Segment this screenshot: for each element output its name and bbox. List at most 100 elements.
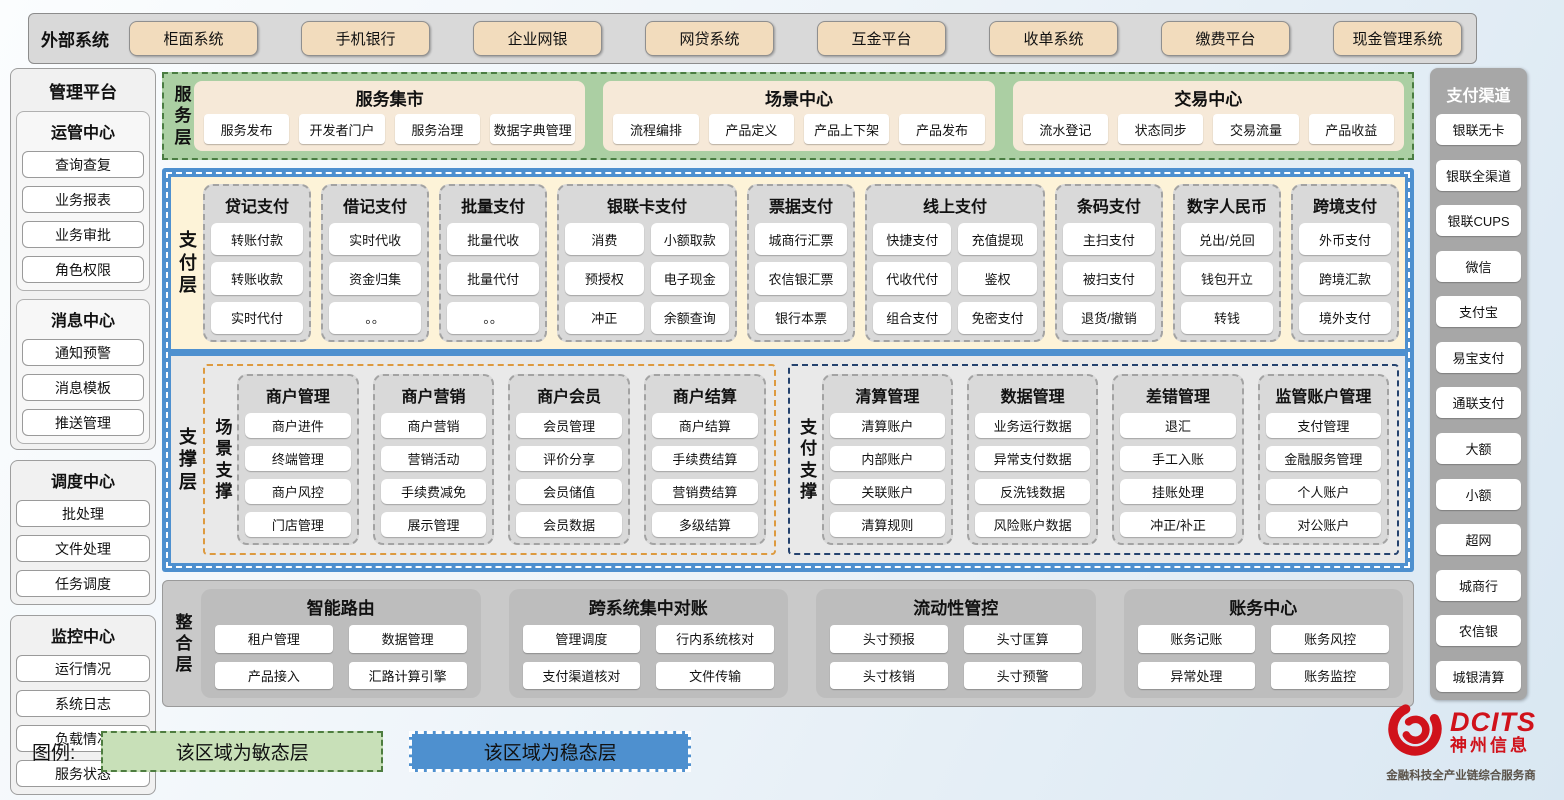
integration-node: 异常处理 — [1137, 661, 1256, 689]
payment-node: 跨境汇款 — [1298, 262, 1392, 295]
service-panel-title: 场景中心 — [764, 90, 833, 109]
payment-node: 转账付款 — [211, 223, 304, 256]
payment-node: 实时代付 — [211, 301, 304, 334]
management-node: 系统日志 — [16, 690, 150, 717]
management-group-items: 通知预警 消息模板 推送管理 — [22, 339, 144, 436]
payment-group-items: 主扫支付 被扫支付 退货/撤销 — [1062, 223, 1155, 334]
support-group: 监管账户管理 支付管理 金融服务管理 个人账户 — [1257, 374, 1390, 545]
payment-node: 实时代收 — [329, 223, 422, 256]
dcits-swirl-icon — [1386, 700, 1444, 763]
service-node: 产品发布 — [899, 114, 985, 144]
support-node: 清算规则 — [829, 512, 945, 537]
external-system-node: 企业网银 — [473, 21, 602, 56]
legend-label: 图例: — [32, 743, 76, 764]
payment-node: 被扫支付 — [1062, 262, 1155, 295]
support-groups: 商户管理 商户进件 终端管理 商户风控 — [237, 374, 766, 545]
payment-channel-node: 易宝支付 — [1436, 341, 1521, 373]
payment-channel-node: 超网 — [1436, 524, 1521, 556]
payment-group-title: 贷记支付 — [225, 199, 290, 216]
payment-group-items: 批量代收 批量代付 。。 — [447, 223, 540, 334]
support-group-items: 清算账户 内部账户 关联账户 清算规则 — [829, 413, 945, 537]
support-group-title: 差错管理 — [1146, 389, 1211, 406]
payment-node: 农信银汇票 — [754, 262, 848, 295]
management-free-groups: 调度中心 批处理 文件处理 任务调度 监控中心 运行情况 — [10, 460, 156, 795]
payment-group: 数字人民币 兑出/兑回 钱包开立 转钱 — [1172, 184, 1281, 342]
support-group: 数据管理 业务运行数据 异常支付数据 反洗钱数据 — [967, 374, 1099, 545]
payment-node: 快捷支付 — [873, 223, 952, 256]
payment-group: 银联卡支付 消费 小额取款 预授权 电子现金 冲正 — [557, 184, 737, 342]
support-section: 支付支撑 清算管理 清算账户 内部账户 — [787, 364, 1399, 555]
support-node: 关联账户 — [829, 479, 945, 504]
integration-node: 头寸预警 — [963, 661, 1082, 689]
integration-layer-label: 整合层 — [175, 612, 193, 675]
payment-node: 。。 — [447, 301, 540, 334]
payment-node: 转账收款 — [211, 262, 304, 295]
payment-channel-node: 城银清算 — [1436, 660, 1521, 692]
support-group-items: 商户结算 手续费结算 营销费结算 多级结算 — [652, 413, 758, 537]
support-group-title: 商户管理 — [265, 389, 330, 406]
service-panel: 场景中心 流程编排 产品定义 产品上下架 产品发布 — [603, 81, 995, 151]
support-node: 会员管理 — [516, 413, 623, 438]
management-node: 消息模板 — [22, 374, 144, 401]
integration-node: 账务风控 — [1271, 625, 1389, 653]
payment-channel-node: 城商行 — [1436, 569, 1521, 601]
payment-group: 票据支付 城商行汇票 农信银汇票 银行本票 — [746, 184, 856, 342]
management-node: 文件处理 — [16, 535, 150, 562]
dcits-brand-name: DCITS — [1450, 707, 1536, 738]
service-panels: 服务集市 服务发布 开发者门户 服务治理 数据字典管理 场景中心 — [194, 81, 1404, 151]
support-node: 清算账户 — [829, 413, 945, 438]
management-node: 业务报表 — [22, 186, 144, 213]
support-node: 反洗钱数据 — [975, 479, 1091, 504]
integration-node: 数据管理 — [348, 625, 467, 653]
service-node: 交易流量 — [1213, 114, 1299, 144]
management-group-items: 查询查复 业务报表 业务审批 角色权限 — [22, 151, 144, 283]
management-group: 运管中心 查询查复 业务报表 业务审批 角色权限 — [16, 111, 150, 291]
payment-node: 充值提现 — [958, 223, 1037, 256]
payment-node: 资金归集 — [329, 262, 422, 295]
support-node: 终端管理 — [245, 446, 351, 471]
support-node: 退汇 — [1120, 413, 1236, 438]
service-layer: 服务层 服务集市 服务发布 开发者门户 服务治理 数据字典管理 — [162, 72, 1414, 160]
payment-group: 贷记支付 转账付款 转账收款 实时代付 — [203, 184, 312, 342]
service-layer-label: 服务层 — [174, 85, 192, 147]
dcits-logo-row: DCITS 神州信息 — [1386, 700, 1536, 763]
integration-panel-title: 流动性管控 — [913, 599, 999, 618]
legend-stable-box: 该区域为稳态层 — [409, 731, 692, 772]
external-system-node: 现金管理系统 — [1333, 21, 1462, 56]
support-node: 业务运行数据 — [975, 413, 1091, 438]
service-node: 产品上下架 — [803, 114, 890, 144]
payment-group-items: 转账付款 转账收款 实时代付 — [211, 223, 304, 334]
support-group: 商户营销 商户营销 营销活动 手续费减免 — [372, 374, 495, 545]
support-node: 商户结算 — [652, 413, 758, 438]
payment-node: 小额取款 — [650, 223, 729, 256]
payment-layer-label: 支付层 — [179, 230, 197, 296]
payment-node: 城商行汇票 — [754, 223, 848, 256]
stable-region: 支付层 贷记支付 转账付款 转账收款 实时代付 — [162, 168, 1414, 572]
service-node: 开发者门户 — [299, 114, 385, 144]
dcits-tagline: 金融科技全产业链综合服务商 — [1386, 770, 1536, 782]
integration-node: 支付渠道核对 — [522, 661, 641, 689]
integration-node: 产品接入 — [215, 661, 333, 689]
support-group-items: 会员管理 评价分享 会员储值 会员数据 — [516, 413, 623, 537]
payment-group-title: 跨境支付 — [1312, 199, 1377, 216]
service-node: 产品收益 — [1308, 114, 1394, 144]
external-system-node: 网贷系统 — [645, 21, 774, 56]
payment-group-title: 银联卡支付 — [607, 199, 688, 216]
support-node: 商户营销 — [380, 413, 487, 438]
legend-agile-box: 该区域为敏态层 — [101, 731, 384, 772]
integration-panel: 智能路由 租户管理 数据管理 产品接入 汇路计算引擎 — [201, 589, 481, 698]
payment-group: 线上支付 快捷支付 充值提现 代收代付 鉴权 组合支付 — [865, 184, 1045, 342]
payment-node: 。。 — [329, 301, 422, 334]
service-node: 流程编排 — [613, 114, 699, 144]
payment-groups: 贷记支付 转账付款 转账收款 实时代付 借记支付 — [203, 184, 1400, 342]
payment-node: 兑出/兑回 — [1180, 223, 1273, 256]
payment-group-items: 外币支付 跨境汇款 境外支付 — [1298, 223, 1392, 334]
payment-node: 外币支付 — [1298, 223, 1392, 256]
support-groups: 清算管理 清算账户 内部账户 关联账户 — [821, 374, 1390, 545]
support-group: 差错管理 退汇 手工入账 挂账处理 — [1112, 374, 1244, 545]
external-systems-list: 柜面系统 手机银行 企业网银 网贷系统 互金平台 收单系统 缴费平台 现金管理系… — [123, 21, 1476, 56]
management-node: 服务状态 — [16, 760, 150, 787]
support-section-label: 支付支撑 — [800, 418, 818, 501]
payment-node: 消费 — [565, 223, 644, 256]
management-node: 角色权限 — [22, 256, 144, 283]
